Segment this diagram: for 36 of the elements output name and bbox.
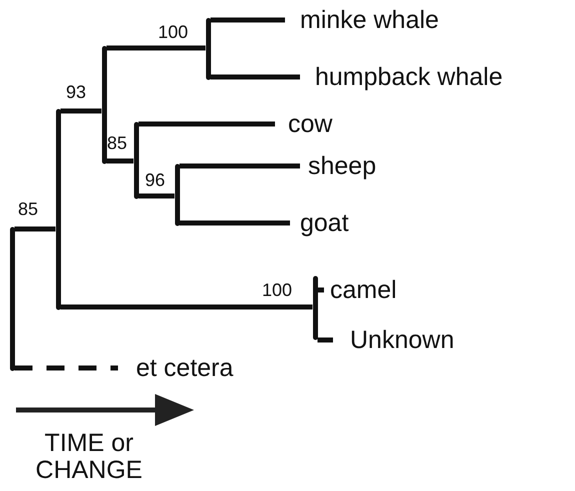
branch-point [134,122,138,198]
branch-line [210,18,285,22]
bootstrap-value: 93 [66,82,86,102]
branch-line [60,304,312,310]
species-label: minke whale [300,5,439,35]
axis-caption: TIME or CHANGE [34,430,144,484]
species-label: sheep [308,151,376,181]
bootstrap-value: 85 [18,199,38,219]
branch-line [318,338,333,342]
bootstrap-value: 100 [262,280,292,300]
branch-line [106,46,206,50]
species-label: cow [288,109,332,139]
branch-line [14,226,56,232]
branch-line [210,74,300,80]
species-label: goat [300,208,349,238]
branch-line [14,366,118,370]
branch-line [138,194,174,198]
branch-point [174,164,180,226]
branch-point [102,46,106,164]
branch-line [106,158,134,164]
branch-line [318,288,324,292]
bootstrap-value: 85 [107,133,128,153]
species-label: Unknown [350,325,454,355]
branch-line [180,220,290,226]
branch-line [180,164,300,168]
branch-point [312,276,318,340]
species-label: et cetera [136,353,234,383]
branch-point [10,226,14,370]
bootstrap-value: 96 [145,170,166,190]
branch-line [138,122,275,126]
species-label: camel [330,275,397,305]
bootstrap-value: 100 [158,22,188,42]
branch-point [206,18,210,80]
branch-line [60,108,102,114]
species-label: humpback whale [315,62,503,92]
branch-point [56,108,60,310]
